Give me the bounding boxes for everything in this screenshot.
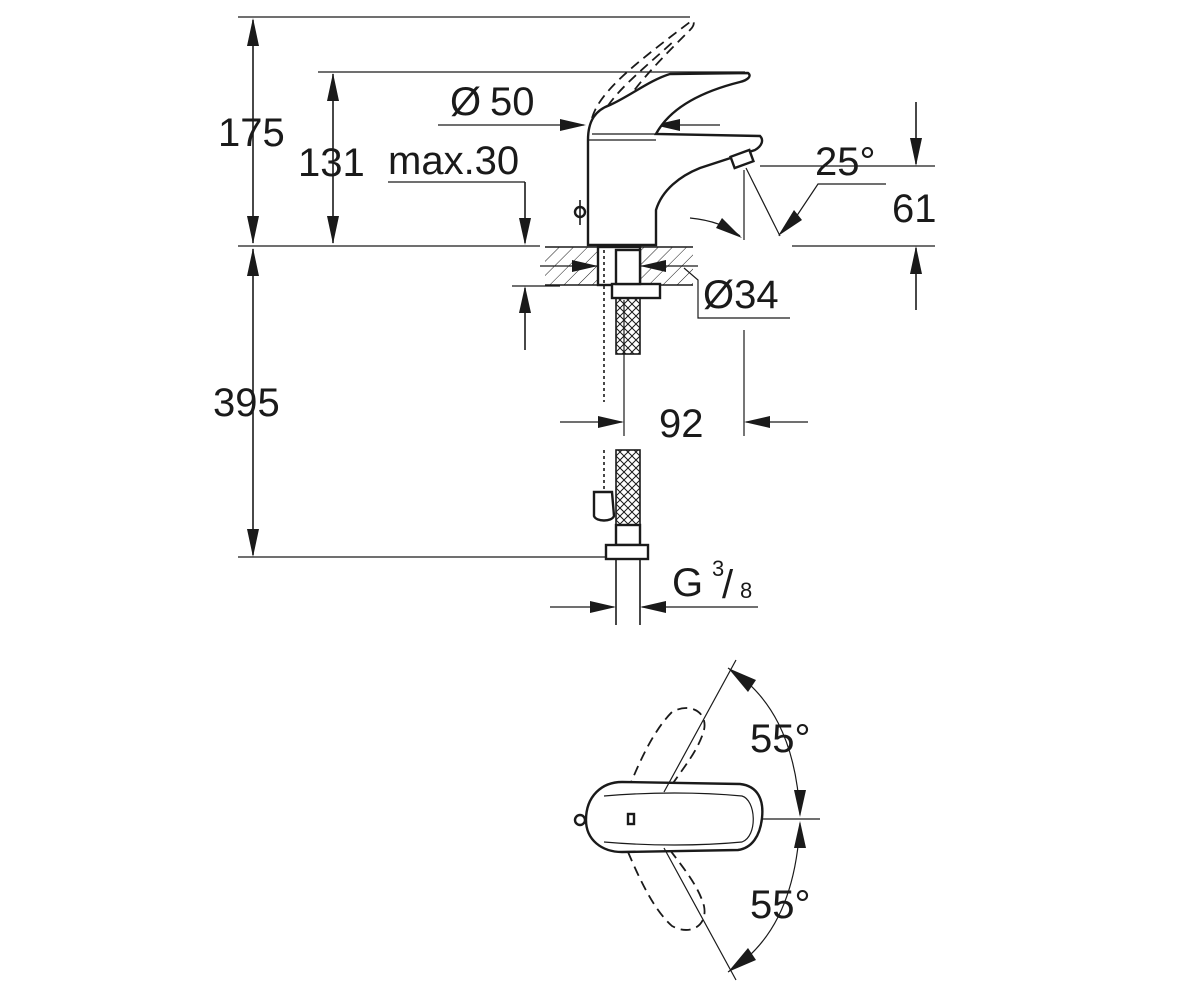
arrow-left [744, 416, 770, 428]
aerator-height-label: 61 [892, 187, 937, 231]
arrow-down [794, 790, 806, 817]
arrow-right [572, 260, 598, 272]
flex-hose-lower [615, 449, 641, 526]
mount-diameter-leader [683, 267, 790, 319]
faucet-top-body [584, 780, 764, 854]
arrow-down-right [716, 218, 742, 238]
lever-indicator [626, 812, 636, 826]
lever-rotated-left-ghost [627, 707, 706, 797]
reach-label: 92 [659, 402, 704, 446]
arrow-up [794, 821, 806, 848]
lever-top-outline [603, 792, 754, 846]
aerator-angle-leader [789, 183, 886, 227]
total-height-label: 175 [218, 111, 285, 155]
upper-angle-extension [663, 659, 737, 793]
arrow-right [598, 416, 624, 428]
arrow-up [327, 73, 339, 101]
rotation-left-label: 55° [750, 717, 811, 761]
arrow-left [654, 119, 680, 131]
lever-rotated-right-ghost [627, 841, 706, 931]
thread-label: G [672, 561, 703, 605]
thread-denominator: 8 [740, 578, 752, 603]
arrow-down [247, 529, 259, 557]
arrow-upper-left [728, 668, 756, 692]
side-elevation: 175 131 max.30 Ø 50 [213, 16, 937, 625]
arrow-down-left [778, 210, 802, 236]
aerator [729, 148, 755, 170]
flex-hose-upper [615, 297, 641, 355]
lower-angle-extension [663, 847, 737, 981]
lever-diameter-label: 50 [490, 80, 535, 124]
arrow-down [910, 138, 922, 166]
arrow-down [519, 218, 531, 245]
arrow-up [247, 18, 259, 46]
arrow-down [327, 216, 339, 244]
top-view: 55° 55° [573, 659, 820, 981]
arrow-down [247, 216, 259, 244]
mounting-nut [610, 282, 662, 300]
mount-diameter-label: Ø34 [703, 273, 779, 317]
hose-ferrule [614, 523, 642, 547]
spout-height-label: 131 [298, 141, 365, 185]
faucet-body [586, 71, 764, 247]
drain-rod-weight [592, 490, 616, 522]
arrow-left [640, 260, 666, 272]
arrow-up [519, 286, 531, 313]
arrow-left [640, 601, 666, 613]
rotation-right-label: 55° [750, 883, 811, 927]
hose-length-label: 395 [213, 381, 280, 425]
arrow-right [590, 601, 616, 613]
drain-knob-top [573, 813, 587, 827]
aerator-angle-line [745, 167, 781, 237]
threaded-stud [614, 248, 642, 286]
max-thickness-label: max.30 [388, 139, 519, 183]
arrow-lower-left [728, 948, 756, 972]
arrow-right [560, 119, 586, 131]
lever-diameter-symbol: Ø [450, 80, 481, 124]
thread-slash: / [722, 563, 734, 607]
thread-numerator: 3 [712, 556, 724, 581]
hose-nut [604, 543, 650, 561]
arrow-up [910, 246, 922, 274]
arrow-up [247, 248, 259, 276]
aerator-angle-label: 25° [815, 140, 876, 184]
